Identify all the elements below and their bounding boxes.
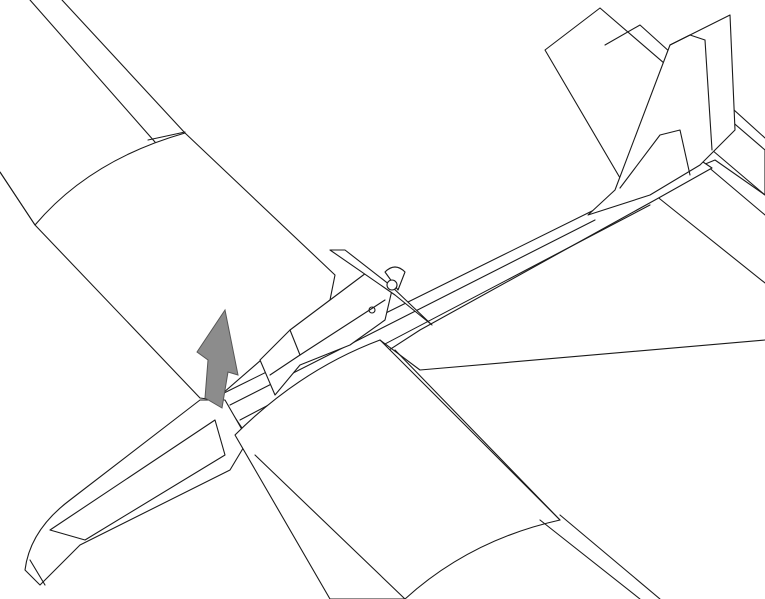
left-wing: [0, 0, 336, 401]
vertical-fin: [587, 14, 736, 216]
motor-pod: [259, 269, 393, 396]
direction-arrow: [196, 308, 239, 409]
right-wing: [234, 339, 765, 599]
propeller: [329, 249, 433, 326]
